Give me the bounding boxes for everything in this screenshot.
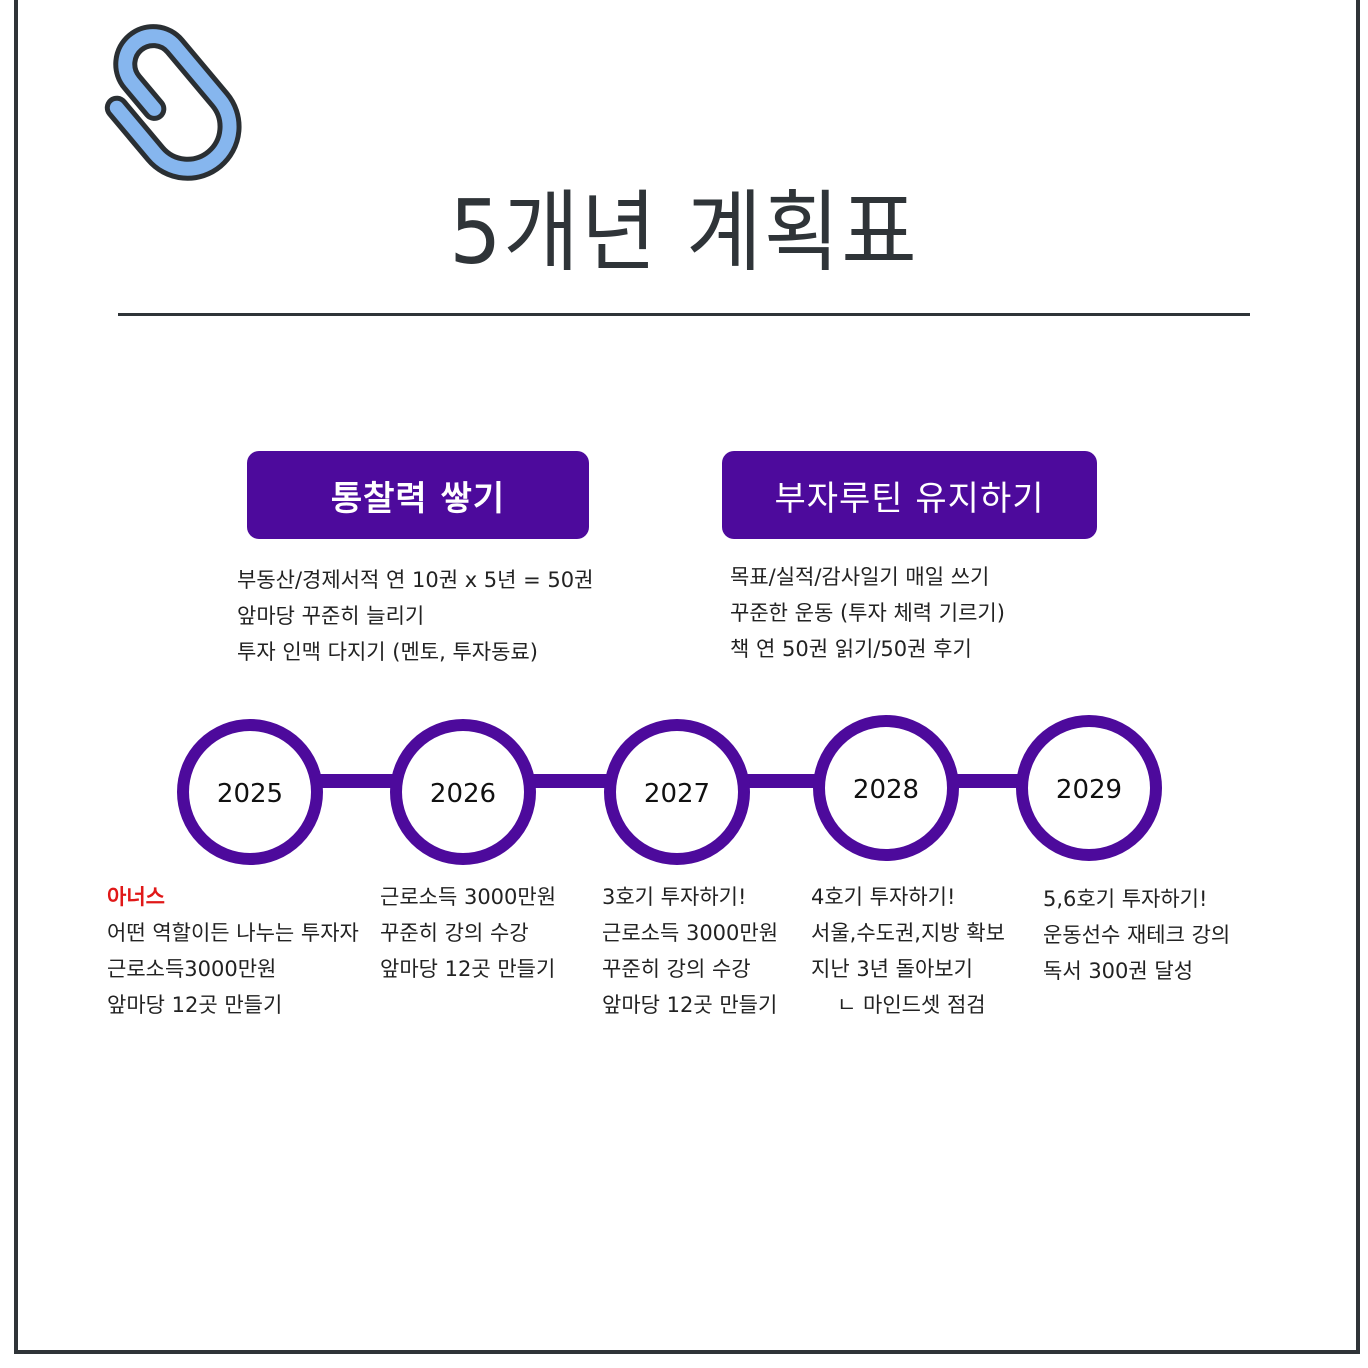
year-node-2027: 2027: [604, 719, 750, 865]
year-timeline: 2025 2026 2027 2028 2029: [177, 715, 1162, 865]
list-item: 꾸준히 강의 수강: [380, 921, 529, 945]
year-node-2028: 2028: [813, 715, 959, 861]
list-item: 꾸준히 강의 수강: [602, 957, 751, 981]
page-title: 5개년 계획표: [449, 181, 919, 285]
list-item: 근로소득 3000만원: [380, 885, 557, 909]
list-item: 어떤 역할이든 나누는 투자자: [107, 921, 359, 945]
list-item: 부동산/경제서적 연 10권 x 5년 = 50권: [237, 568, 594, 592]
year-2027-details: 3호기 투자하기! 근로소득 3000만원 꾸준히 강의 수강 앞마당 12곳 …: [602, 879, 778, 1023]
list-item: 책 연 50권 읽기/50권 후기: [730, 637, 972, 661]
year-label: 2029: [1056, 775, 1122, 805]
list-item: 5,6호기 투자하기!: [1043, 887, 1208, 911]
year-node-2026: 2026: [390, 719, 536, 865]
list-item: 앞마당 12곳 만들기: [380, 957, 556, 981]
list-item: 꾸준한 운동 (투자 체력 기르기): [730, 601, 1005, 625]
year-node-2029: 2029: [1016, 715, 1162, 861]
highlight-badge: 아너스: [107, 885, 165, 909]
list-item: 근로소득3000만원: [107, 957, 277, 981]
title-divider: [118, 313, 1250, 316]
list-item: 운동선수 재테크 강의: [1043, 923, 1231, 947]
year-2029-details: 5,6호기 투자하기! 운동선수 재테크 강의 독서 300권 달성: [1043, 881, 1230, 989]
list-item: 근로소득 3000만원: [602, 921, 779, 945]
list-item: 앞마당 12곳 만들기: [107, 993, 283, 1017]
list-item: 앞마당 꾸준히 늘리기: [237, 604, 425, 628]
category-routine-label: 부자루틴 유지하기: [722, 451, 1097, 539]
year-2028-details: 4호기 투자하기! 서울,수도권,지방 확보 지난 3년 돌아보기 ㄴ 마인드셋…: [811, 879, 1005, 1023]
year-label: 2028: [853, 775, 919, 805]
year-node-2025: 2025: [177, 719, 323, 865]
list-subitem: ㄴ 마인드셋 점검: [837, 993, 986, 1017]
year-label: 2026: [430, 779, 496, 809]
list-item: 독서 300권 달성: [1043, 959, 1194, 983]
list-item: 지난 3년 돌아보기: [811, 957, 973, 981]
list-item: 3호기 투자하기!: [602, 885, 747, 909]
year-label: 2025: [217, 779, 283, 809]
year-2025-details: 아너스 어떤 역할이든 나누는 투자자 근로소득3000만원 앞마당 12곳 만…: [107, 879, 359, 1023]
category-insight-label: 통찰력 쌓기: [247, 451, 589, 539]
paperclip-icon: [104, 24, 242, 181]
list-item: 앞마당 12곳 만들기: [602, 993, 778, 1017]
list-item: 목표/실적/감사일기 매일 쓰기: [730, 565, 990, 589]
page-frame: [14, 0, 1360, 1354]
year-2026-details: 근로소득 3000만원 꾸준히 강의 수강 앞마당 12곳 만들기: [380, 879, 556, 987]
list-item: 서울,수도권,지방 확보: [811, 921, 1005, 945]
routine-goal-list: 목표/실적/감사일기 매일 쓰기 꾸준한 운동 (투자 체력 기르기) 책 연 …: [730, 559, 1005, 667]
year-label: 2027: [644, 779, 710, 809]
insight-goal-list: 부동산/경제서적 연 10권 x 5년 = 50권 앞마당 꾸준히 늘리기 투자…: [237, 562, 593, 670]
list-item: 투자 인맥 다지기 (멘토, 투자동료): [237, 640, 538, 664]
list-item: 4호기 투자하기!: [811, 885, 956, 909]
